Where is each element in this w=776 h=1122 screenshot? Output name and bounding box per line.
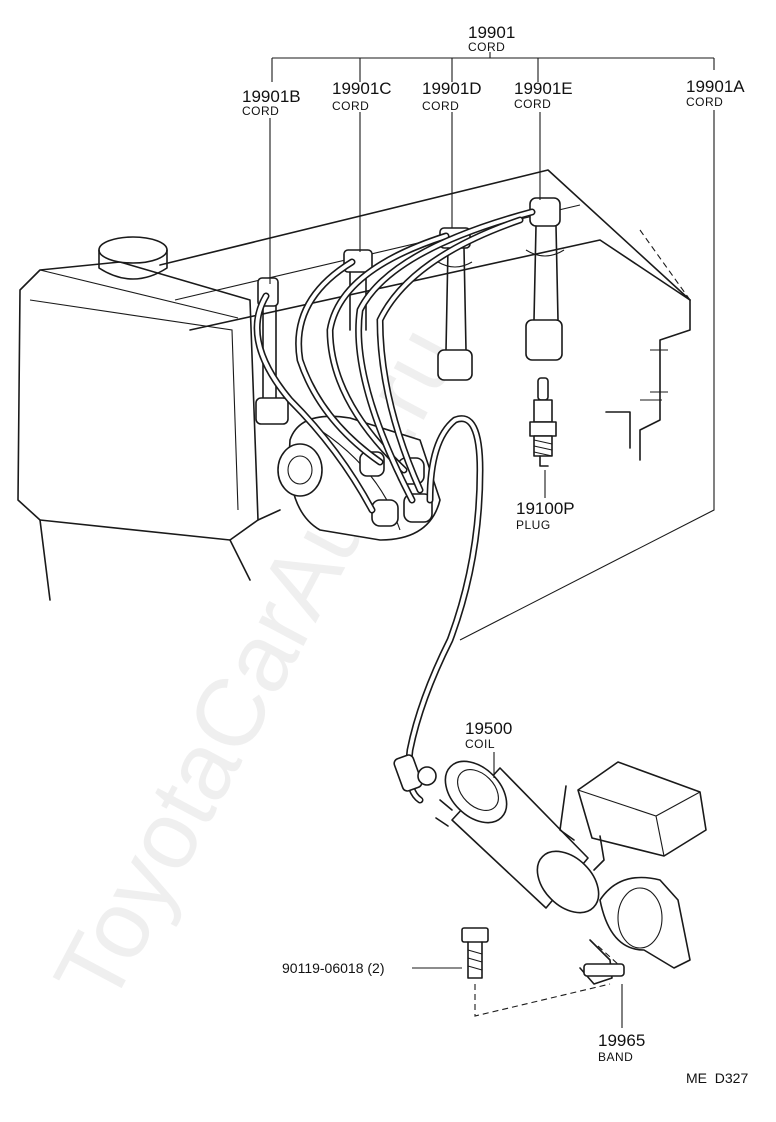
ignition-wires xyxy=(253,208,536,804)
label-cord-e-number: 19901E xyxy=(514,79,573,98)
label-cord-d-name: CORD xyxy=(422,99,459,113)
label-cord-a: 19901A CORD xyxy=(686,77,745,109)
label-cord-main-name: CORD xyxy=(468,40,505,54)
label-coil-number: 19500 xyxy=(465,719,512,738)
label-band: 19965 BAND xyxy=(598,1031,645,1064)
assembly-dashed-lines xyxy=(474,229,691,1017)
label-cord-d: 19901D CORD xyxy=(422,79,482,113)
coil-band xyxy=(579,876,691,985)
label-coil: 19500 COIL xyxy=(465,719,512,751)
label-cord-main: 19901 CORD xyxy=(468,23,515,54)
igniter-module xyxy=(559,761,707,871)
label-cord-c: 19901C CORD xyxy=(332,79,392,113)
label-cord-b-name: CORD xyxy=(242,104,279,118)
reference-code: ME D327 xyxy=(686,1070,748,1086)
label-bolt-number: 90119-06018 (2) xyxy=(282,960,384,976)
plug-boot-b xyxy=(255,277,289,425)
bolt xyxy=(461,927,489,979)
label-cord-a-name: CORD xyxy=(686,95,723,109)
leader-lines xyxy=(269,52,715,1028)
label-bolt: 90119-06018 (2) xyxy=(282,960,384,976)
label-plug-number: 19100P xyxy=(516,499,575,518)
label-cord-e: 19901E CORD xyxy=(514,79,573,111)
label-cord-main-number: 19901 xyxy=(468,23,515,42)
label-cord-b-number: 19901B xyxy=(242,87,301,106)
label-plug: 19100P PLUG xyxy=(516,499,575,532)
label-cord-e-name: CORD xyxy=(514,97,551,111)
label-band-number: 19965 xyxy=(598,1031,645,1050)
ignition-coil xyxy=(417,760,600,914)
label-cord-b: 19901B CORD xyxy=(242,87,301,118)
spark-plug xyxy=(529,377,557,467)
label-band-name: BAND xyxy=(598,1050,633,1064)
label-cord-d-number: 19901D xyxy=(422,79,482,98)
label-coil-name: COIL xyxy=(465,737,495,751)
plug-boot-e xyxy=(525,197,565,361)
label-cord-a-number: 19901A xyxy=(686,77,745,96)
label-cord-c-name: CORD xyxy=(332,99,369,113)
label-cord-c-number: 19901C xyxy=(332,79,392,98)
label-plug-name: PLUG xyxy=(516,518,551,532)
